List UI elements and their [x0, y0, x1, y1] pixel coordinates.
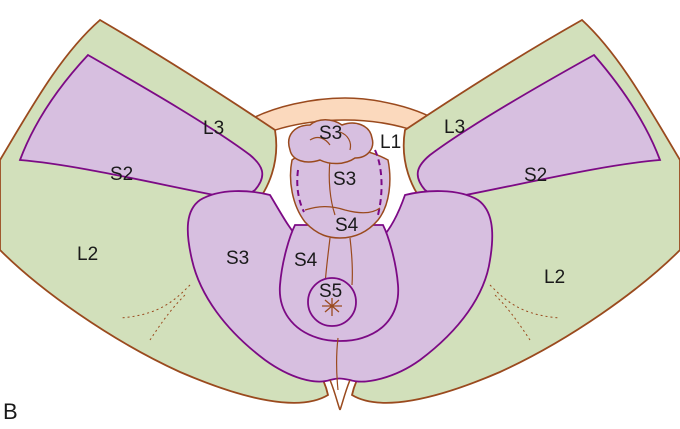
- label-s3-mid: S3: [333, 169, 356, 190]
- label-s2-left: S2: [110, 164, 133, 185]
- label-l3-left: L3: [203, 118, 224, 139]
- scrotum-contour-lines: [304, 159, 381, 216]
- label-l1: L1: [380, 132, 401, 153]
- scrotum-l1-boundary-dashed: [374, 149, 383, 216]
- label-l3-right: L3: [444, 117, 465, 138]
- label-l2-right: L2: [544, 267, 565, 288]
- label-s2-right: S2: [524, 165, 547, 186]
- label-s4-lower: S4: [294, 250, 318, 271]
- label-s5: S5: [319, 281, 342, 302]
- left-thigh-crease-dotted: [119, 284, 191, 341]
- label-s3-left: S3: [226, 248, 249, 269]
- scrotum-left-boundary-dashed: [296, 169, 305, 213]
- penis-glans: [288, 119, 374, 165]
- label-s3-top: S3: [319, 123, 342, 144]
- panel-label: B: [3, 399, 18, 424]
- label-l2-left: L2: [77, 244, 98, 265]
- penis-glans-detail: [309, 131, 352, 151]
- right-thigh-crease-dotted: [489, 284, 561, 341]
- gluteal-cleft: [329, 379, 351, 411]
- anus-icon: [322, 298, 342, 316]
- label-s4-upper: S4: [335, 215, 359, 236]
